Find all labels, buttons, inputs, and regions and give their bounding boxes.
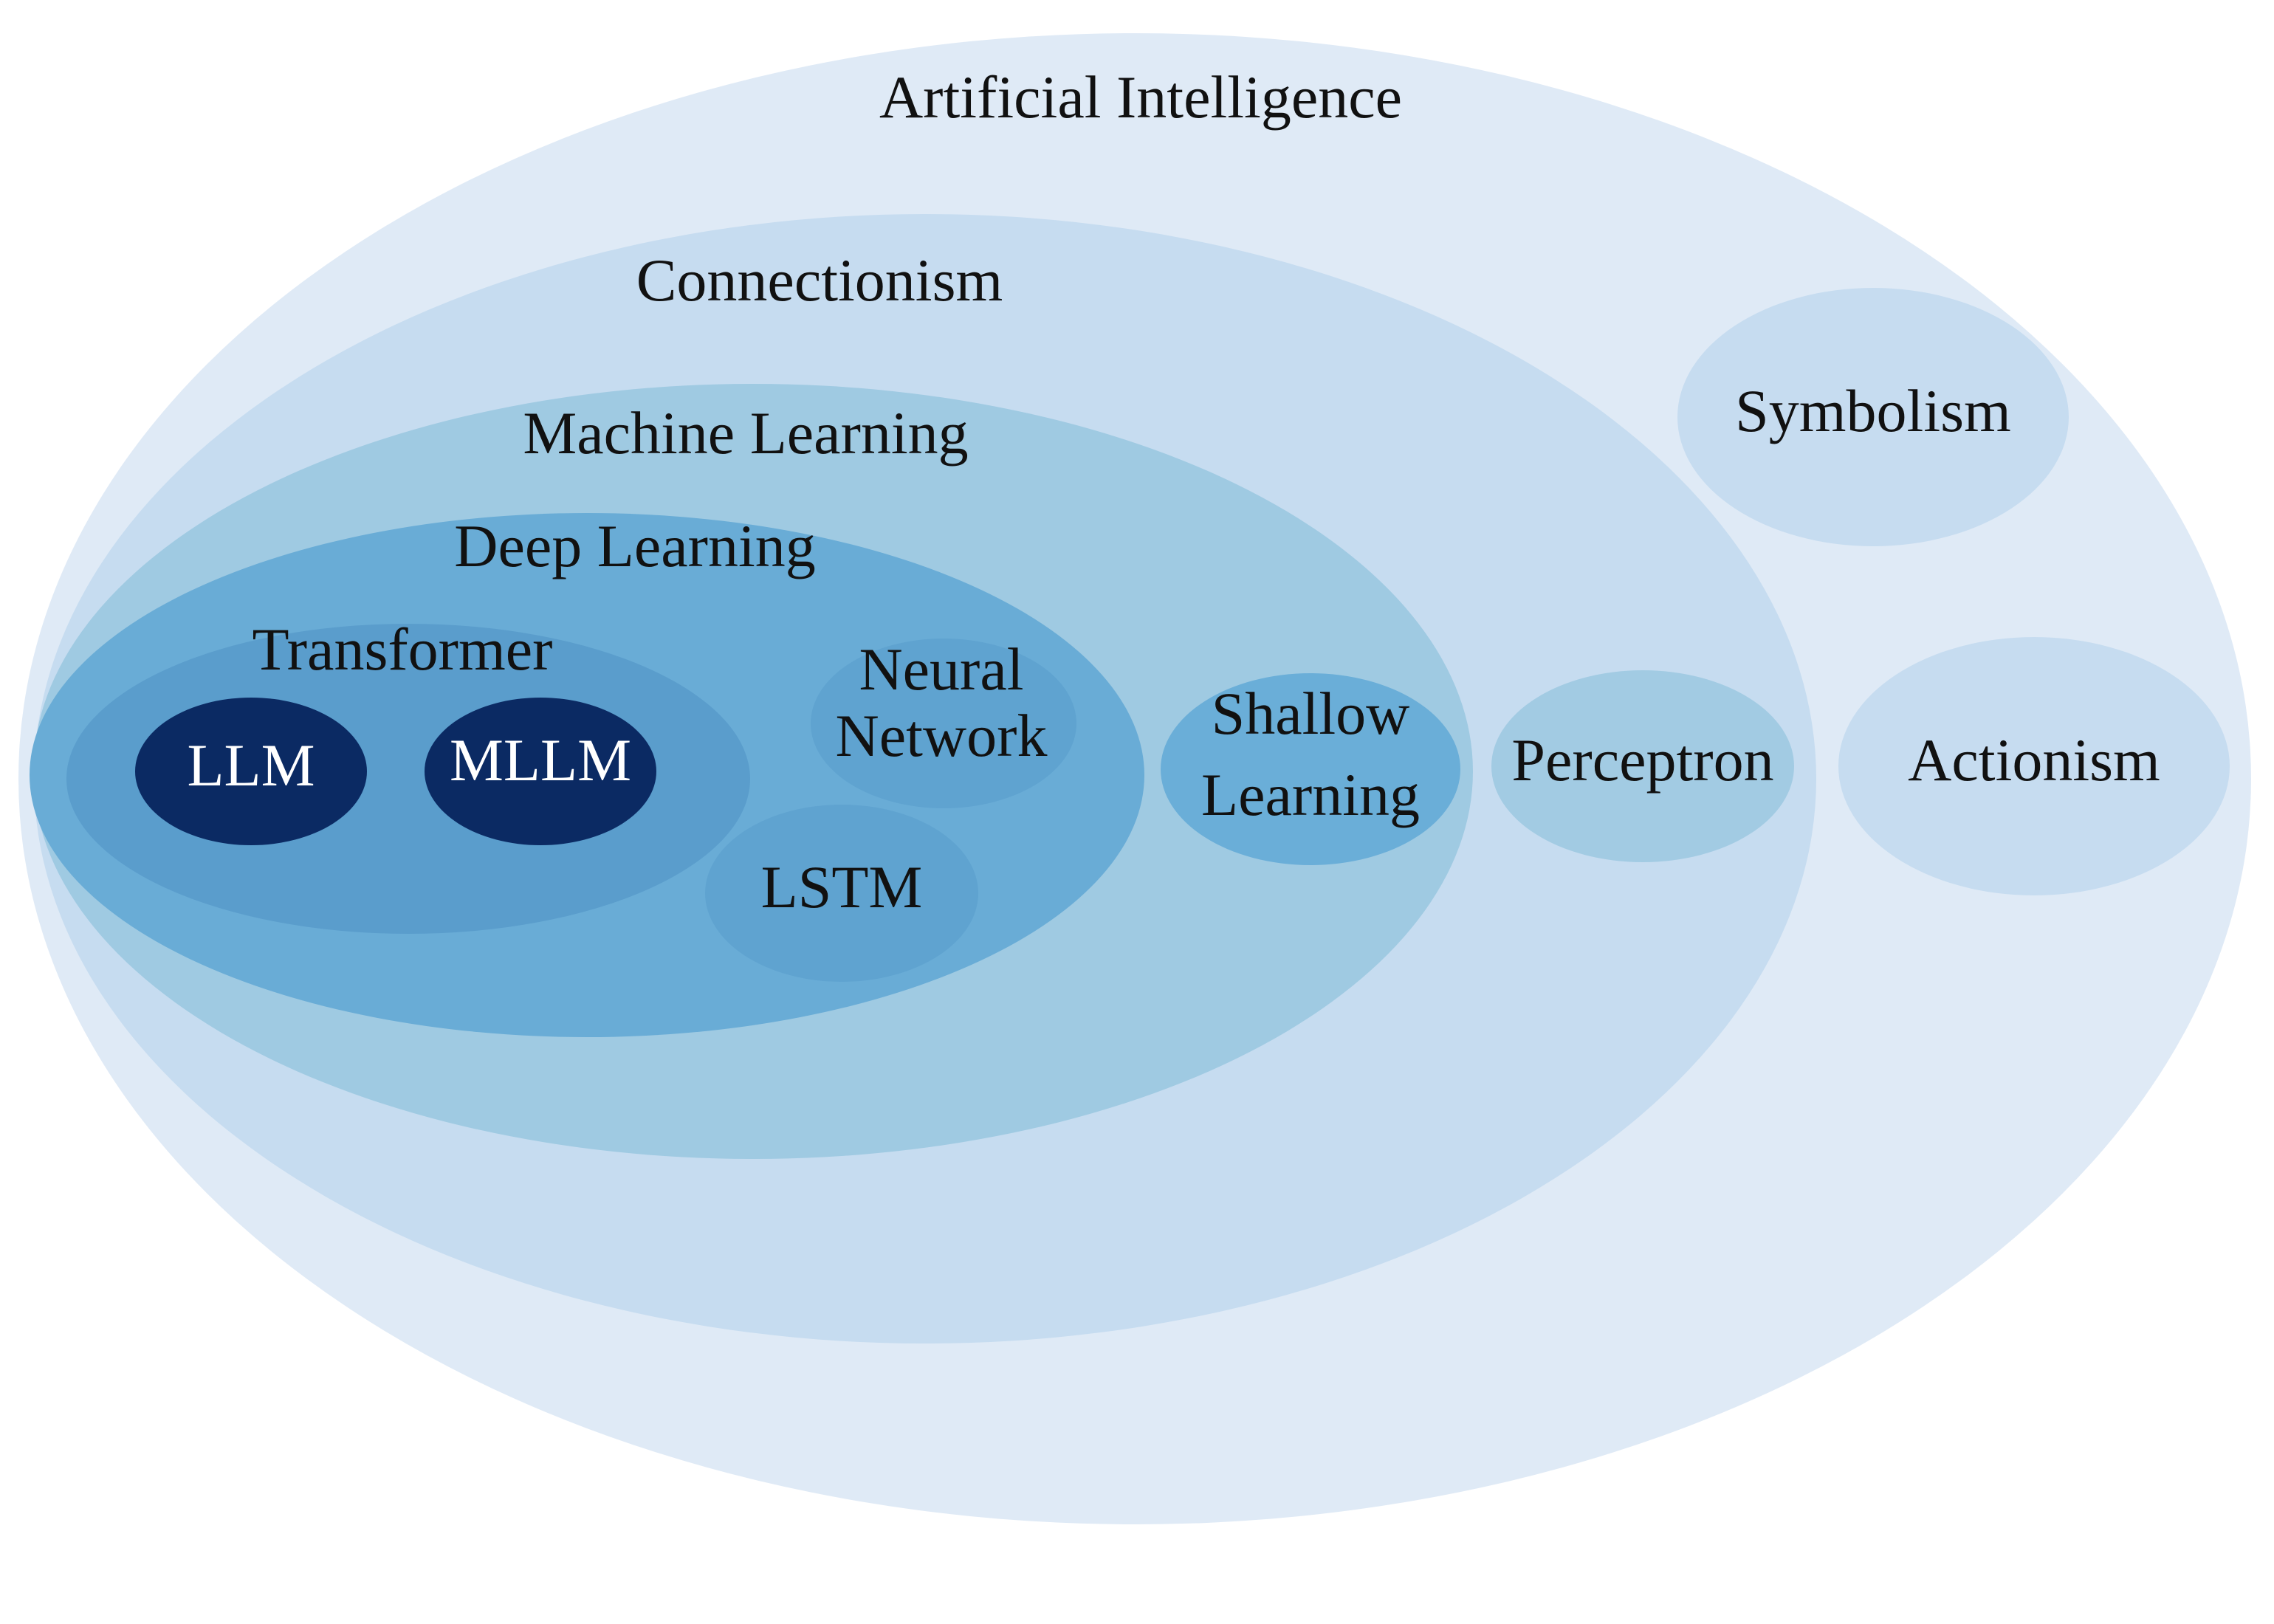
neural-network-label-line2: Network — [836, 702, 1048, 769]
connectionism-label: Connectionism — [636, 247, 1003, 314]
symbolism-ellipse — [1677, 288, 2069, 546]
shallow-learning-ellipse — [1161, 673, 1460, 865]
perceptron-label: Perceptron — [1511, 726, 1773, 794]
neural-network-ellipse — [811, 639, 1076, 808]
machine-learning-label: Machine Learning — [523, 399, 968, 467]
actionism-ellipse — [1838, 637, 2230, 895]
deep-learning-label: Deep Learning — [454, 512, 815, 579]
ai-label: Artificial Intelligence — [879, 63, 1402, 131]
neural-network-label-line1: Neural — [859, 636, 1023, 703]
shallow-learning-label-line1: Shallow — [1212, 680, 1410, 747]
lstm-ellipse — [705, 805, 978, 982]
mllm-label: MLLM — [450, 726, 631, 794]
actionism-label: Actionism — [1908, 726, 2160, 794]
symbolism-label: Symbolism — [1735, 377, 2011, 444]
shallow-learning-label-line2: Learning — [1201, 761, 1420, 828]
perceptron-ellipse — [1491, 670, 1794, 862]
llm-label: LLM — [187, 732, 315, 799]
mllm-ellipse — [425, 698, 656, 845]
lstm-label: LSTM — [761, 853, 923, 921]
llm-ellipse — [135, 698, 367, 845]
transformer-label: Transformer — [253, 616, 553, 683]
